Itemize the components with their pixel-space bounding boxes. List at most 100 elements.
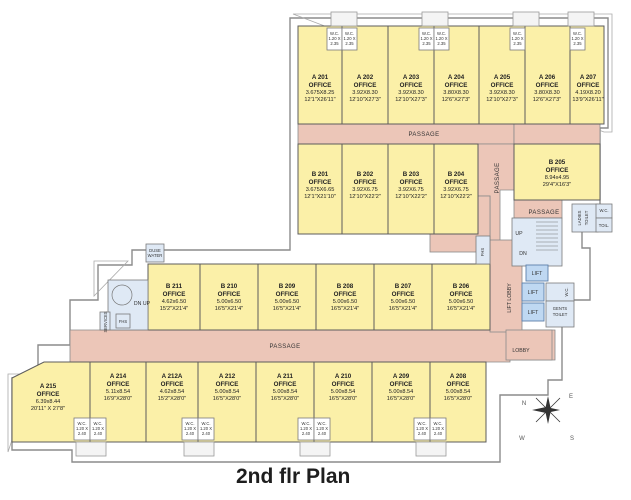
svg-text:OFFICE: OFFICE bbox=[546, 167, 569, 174]
office-b205 bbox=[513, 143, 601, 201]
svg-text:W.C.: W.C. bbox=[437, 31, 446, 36]
offices-b-upper-row bbox=[297, 143, 601, 235]
svg-text:OFFICE: OFFICE bbox=[37, 391, 60, 398]
duct-label-2: WATER bbox=[148, 253, 163, 258]
svg-text:OFFICE: OFFICE bbox=[447, 381, 470, 388]
svg-text:1.20 X: 1.20 X bbox=[200, 426, 212, 431]
svg-text:12'10"X27'3": 12'10"X27'3" bbox=[349, 97, 381, 103]
svg-text:3.92X8.30: 3.92X8.30 bbox=[352, 90, 378, 96]
office-b207 bbox=[373, 263, 433, 331]
wc-label-right: W.C. bbox=[599, 208, 608, 213]
svg-text:OFFICE: OFFICE bbox=[400, 82, 423, 89]
svg-text:W.C.: W.C. bbox=[513, 31, 522, 36]
svg-text:1.20 X: 1.20 X bbox=[416, 426, 428, 431]
svg-text:2.40: 2.40 bbox=[434, 431, 443, 436]
svg-text:12'6"X27'3": 12'6"X27'3" bbox=[533, 97, 562, 103]
svg-text:OFFICE: OFFICE bbox=[274, 381, 297, 388]
svg-text:B 211: B 211 bbox=[166, 283, 183, 290]
lift-3 bbox=[521, 302, 545, 322]
compass-n: N bbox=[522, 401, 526, 407]
left-services bbox=[99, 235, 491, 331]
svg-text:16'5"X28'0": 16'5"X28'0" bbox=[329, 396, 358, 402]
svg-text:3.675X8.25: 3.675X8.25 bbox=[306, 90, 335, 96]
svg-text:W.C.: W.C. bbox=[185, 421, 194, 426]
svg-text:5.00x6.50: 5.00x6.50 bbox=[333, 299, 358, 305]
svg-text:16'5"X28'0": 16'5"X28'0" bbox=[271, 396, 300, 402]
upper-passage bbox=[297, 123, 515, 145]
svg-text:2.35: 2.35 bbox=[573, 41, 582, 46]
main-passage bbox=[69, 329, 556, 363]
svg-text:5.11x8.54: 5.11x8.54 bbox=[106, 389, 130, 395]
svg-text:3.92X6.75: 3.92X6.75 bbox=[352, 187, 378, 193]
svg-text:1.20 X: 1.20 X bbox=[316, 426, 328, 431]
svg-text:2.40: 2.40 bbox=[78, 431, 87, 436]
svg-text:OFFICE: OFFICE bbox=[163, 291, 186, 298]
svg-text:W.C.: W.C. bbox=[330, 31, 339, 36]
service-core bbox=[511, 203, 613, 328]
svg-text:OFFICE: OFFICE bbox=[334, 291, 357, 298]
passage-label-upper: PASSAGE bbox=[408, 132, 439, 138]
svg-text:15'2"X21'4": 15'2"X21'4" bbox=[160, 306, 189, 312]
svg-text:OFFICE: OFFICE bbox=[577, 82, 600, 89]
wc-top-row bbox=[326, 11, 595, 51]
svg-text:1.20 X: 1.20 X bbox=[511, 36, 523, 41]
svg-text:3.80X8.30: 3.80X8.30 bbox=[443, 90, 469, 96]
svg-text:3.80X8.30: 3.80X8.30 bbox=[534, 90, 560, 96]
lift-label-2: LIFT bbox=[528, 290, 539, 296]
svg-text:A 214: A 214 bbox=[110, 373, 127, 380]
svg-text:OFFICE: OFFICE bbox=[354, 82, 377, 89]
svg-text:OFFICE: OFFICE bbox=[491, 82, 514, 89]
svg-text:4.62x8.54: 4.62x8.54 bbox=[160, 389, 185, 395]
wc-label-core: W.C. bbox=[564, 287, 569, 296]
compass-s: S bbox=[570, 436, 574, 442]
svg-text:12'10"X27'3": 12'10"X27'3" bbox=[395, 97, 427, 103]
svg-text:OFFICE: OFFICE bbox=[390, 381, 413, 388]
svg-text:A 209: A 209 bbox=[393, 373, 410, 380]
up-label-core: UP bbox=[515, 231, 523, 237]
gents-toilet-label-1: GENTS bbox=[553, 306, 568, 311]
svg-text:1.20 X: 1.20 X bbox=[328, 36, 340, 41]
svg-text:W.C.: W.C. bbox=[93, 421, 102, 426]
svg-text:5.00x8.54: 5.00x8.54 bbox=[331, 389, 356, 395]
svg-text:B 203: B 203 bbox=[403, 171, 420, 178]
svg-text:OFFICE: OFFICE bbox=[445, 82, 468, 89]
fhs-label-right: FHS bbox=[480, 248, 485, 257]
lift-2 bbox=[521, 282, 545, 302]
dn-label-core: DN bbox=[519, 251, 527, 257]
svg-text:A 206: A 206 bbox=[539, 74, 556, 81]
svg-text:1.20 X: 1.20 X bbox=[420, 36, 432, 41]
svg-text:2.40: 2.40 bbox=[94, 431, 103, 436]
svg-text:B 207: B 207 bbox=[395, 283, 412, 290]
svg-text:2.35: 2.35 bbox=[437, 41, 446, 46]
dn-up-label: DN UP bbox=[134, 301, 151, 307]
svg-text:W.C.: W.C. bbox=[301, 421, 310, 426]
svg-text:OFFICE: OFFICE bbox=[400, 179, 423, 186]
svg-text:12'1"X21'10": 12'1"X21'10" bbox=[304, 194, 336, 200]
plan-title: 2nd flr Plan bbox=[236, 465, 351, 488]
svg-text:5.00x6.50: 5.00x6.50 bbox=[391, 299, 416, 305]
svg-text:B 201: B 201 bbox=[312, 171, 329, 178]
svg-text:A 201: A 201 bbox=[312, 74, 329, 81]
svg-text:A 210: A 210 bbox=[335, 373, 352, 380]
svg-text:OFFICE: OFFICE bbox=[216, 381, 239, 388]
svg-text:OFFICE: OFFICE bbox=[309, 82, 332, 89]
compass-e: E bbox=[569, 394, 573, 400]
offices-b-lower-row bbox=[147, 263, 491, 331]
svg-text:B 208: B 208 bbox=[337, 283, 354, 290]
passage-label-right: PASSAGE bbox=[528, 210, 559, 216]
wc-bottom-labels: W.C. 1.20 X 2.40 W.C. 1.20 X 2.40 W.C. 1… bbox=[76, 421, 444, 436]
circulation-labels: PASSAGE PASSAGE PASSAGE PASSAGE LIFT LOB… bbox=[103, 132, 609, 354]
svg-text:13'9"X26'11": 13'9"X26'11" bbox=[572, 97, 603, 103]
svg-text:OFFICE: OFFICE bbox=[309, 179, 332, 186]
svg-text:A 204: A 204 bbox=[448, 74, 465, 81]
svg-text:16'5"X28'0": 16'5"X28'0" bbox=[213, 396, 242, 402]
office-b202 bbox=[341, 143, 389, 235]
gents-toilet-label-2: TOILET bbox=[553, 312, 568, 317]
svg-text:1.20 X: 1.20 X bbox=[432, 426, 444, 431]
room-labels: A 201 OFFICE 3.675X8.25 12'1"X26'11" A 2… bbox=[31, 74, 604, 412]
svg-text:2.35: 2.35 bbox=[345, 41, 354, 46]
svg-text:15'2"X28'0": 15'2"X28'0" bbox=[158, 396, 187, 402]
svg-text:1.20 X: 1.20 X bbox=[571, 36, 583, 41]
svg-text:3.675X6.65: 3.675X6.65 bbox=[306, 187, 335, 193]
